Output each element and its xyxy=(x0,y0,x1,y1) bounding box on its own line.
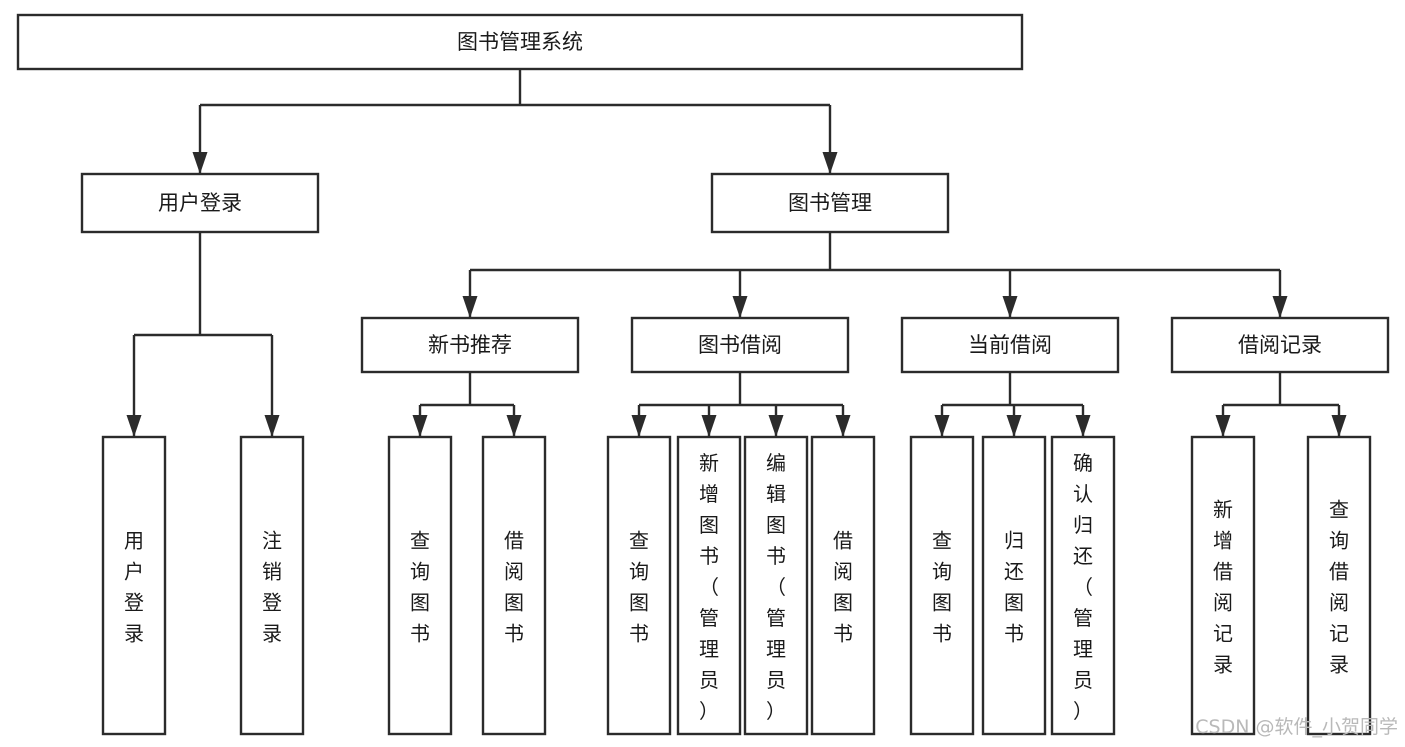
arrow-head-icon xyxy=(264,415,280,437)
node-box-cb-query-book[interactable] xyxy=(909,435,975,736)
arrow-head-icon xyxy=(934,415,950,437)
node-bb-add-book[interactable]: 新增图书（管理员） xyxy=(676,435,742,736)
node-label-cb-return-book: 归还图书 xyxy=(1004,529,1024,646)
node-box-book-borrow[interactable] xyxy=(630,316,850,374)
node-label-borrow-records: 借阅记录 xyxy=(1238,333,1322,357)
node-box-root[interactable] xyxy=(16,13,1024,71)
node-br-query-record[interactable]: 查询借阅记录 xyxy=(1306,435,1372,736)
node-bb-borrow-book[interactable]: 借阅图书 xyxy=(810,435,876,736)
node-label-br-add-record: 新增借阅记录 xyxy=(1213,498,1233,677)
node-box-br-query-record[interactable] xyxy=(1306,435,1372,736)
node-current-borrow[interactable]: 当前借阅 xyxy=(900,316,1120,374)
node-label-book-borrow: 图书借阅 xyxy=(698,333,782,357)
node-bb-edit-book[interactable]: 编辑图书（管理员） xyxy=(743,435,809,736)
arrow-head-icon xyxy=(506,415,522,437)
arrow-head-icon xyxy=(835,415,851,437)
node-box-new-book-recommend[interactable] xyxy=(360,316,580,374)
node-new-book-recommend[interactable]: 新书推荐 xyxy=(360,316,580,374)
node-label-user-login-do: 用户登录 xyxy=(124,529,144,646)
node-label-cb-confirm-return: 确认归还（管理员） xyxy=(1073,451,1093,723)
node-label-root: 图书管理系统 xyxy=(457,30,583,54)
node-box-book-manage[interactable] xyxy=(710,172,950,234)
node-label-bb-query-book: 查询图书 xyxy=(629,529,649,646)
arrow-head-icon xyxy=(631,415,647,437)
node-box-cb-confirm-return[interactable] xyxy=(1050,435,1116,736)
node-label-user-login: 用户登录 xyxy=(158,191,242,215)
node-box-bb-query-book[interactable] xyxy=(606,435,672,736)
node-label-bb-borrow-book: 借阅图书 xyxy=(833,529,853,646)
node-label-bb-add-book: 新增图书（管理员） xyxy=(699,451,719,723)
node-label-book-manage: 图书管理 xyxy=(788,191,872,215)
connector-layer xyxy=(126,69,1347,437)
node-label-current-borrow: 当前借阅 xyxy=(968,333,1052,357)
node-user-login[interactable]: 用户登录 xyxy=(80,172,320,234)
arrow-head-icon xyxy=(1006,415,1022,437)
node-box-user-login[interactable] xyxy=(80,172,320,234)
node-nbr-borrow-book[interactable]: 借阅图书 xyxy=(481,435,547,736)
node-user-logout[interactable]: 注销登录 xyxy=(239,435,305,736)
arrow-head-icon xyxy=(1272,296,1288,318)
arrow-head-icon xyxy=(768,415,784,437)
node-root[interactable]: 图书管理系统 xyxy=(16,13,1024,71)
node-box-cb-return-book[interactable] xyxy=(981,435,1047,736)
node-label-new-book-recommend: 新书推荐 xyxy=(428,333,512,357)
arrow-head-icon xyxy=(462,296,478,318)
node-br-add-record[interactable]: 新增借阅记录 xyxy=(1190,435,1256,736)
node-box-current-borrow[interactable] xyxy=(900,316,1120,374)
arrow-head-icon xyxy=(1075,415,1091,437)
node-box-user-login-do[interactable] xyxy=(101,435,167,736)
node-label-br-query-record: 查询借阅记录 xyxy=(1329,498,1349,677)
node-label-cb-query-book: 查询图书 xyxy=(932,529,952,646)
arrow-head-icon xyxy=(732,296,748,318)
node-layer: 图书管理系统用户登录用户登录注销登录图书管理新书推荐查询图书借阅图书图书借阅查询… xyxy=(16,13,1390,736)
node-box-borrow-records[interactable] xyxy=(1170,316,1390,374)
arrow-head-icon xyxy=(126,415,142,437)
arrow-head-icon xyxy=(412,415,428,437)
node-label-nbr-borrow-book: 借阅图书 xyxy=(504,529,524,646)
node-box-bb-borrow-book[interactable] xyxy=(810,435,876,736)
node-label-nbr-query-book: 查询图书 xyxy=(410,529,430,646)
arrow-head-icon xyxy=(1215,415,1231,437)
csdn-watermark: CSDN @软件_小贺同学 xyxy=(1195,716,1398,738)
node-cb-confirm-return[interactable]: 确认归还（管理员） xyxy=(1050,435,1116,736)
arrow-head-icon xyxy=(1331,415,1347,437)
node-box-nbr-query-book[interactable] xyxy=(387,435,453,736)
node-user-login-do[interactable]: 用户登录 xyxy=(101,435,167,736)
node-box-bb-add-book[interactable] xyxy=(676,435,742,736)
node-box-bb-edit-book[interactable] xyxy=(743,435,809,736)
node-box-br-add-record[interactable] xyxy=(1190,435,1256,736)
node-borrow-records[interactable]: 借阅记录 xyxy=(1170,316,1390,374)
node-book-manage[interactable]: 图书管理 xyxy=(710,172,950,234)
node-bb-query-book[interactable]: 查询图书 xyxy=(606,435,672,736)
arrow-head-icon xyxy=(192,152,208,174)
node-cb-return-book[interactable]: 归还图书 xyxy=(981,435,1047,736)
node-book-borrow[interactable]: 图书借阅 xyxy=(630,316,850,374)
arrow-head-icon xyxy=(822,152,838,174)
node-cb-query-book[interactable]: 查询图书 xyxy=(909,435,975,736)
arrow-head-icon xyxy=(1002,296,1018,318)
node-label-bb-edit-book: 编辑图书（管理员） xyxy=(766,451,786,723)
arrow-head-icon xyxy=(701,415,717,437)
node-box-user-logout[interactable] xyxy=(239,435,305,736)
node-nbr-query-book[interactable]: 查询图书 xyxy=(387,435,453,736)
node-box-nbr-borrow-book[interactable] xyxy=(481,435,547,736)
node-label-user-logout: 注销登录 xyxy=(262,529,282,646)
